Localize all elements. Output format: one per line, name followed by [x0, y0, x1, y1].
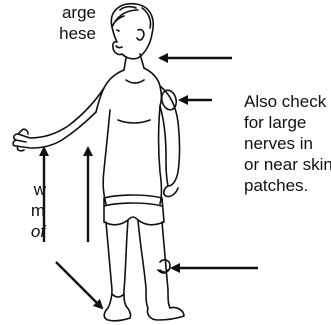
- torso: [96, 68, 162, 204]
- arrow-foot: [56, 262, 102, 308]
- underwear: [104, 195, 164, 225]
- arm-left: [13, 88, 104, 151]
- chest-lines: [118, 80, 150, 123]
- leg-left: [104, 220, 130, 321]
- hair: [112, 7, 151, 28]
- face: [116, 30, 122, 48]
- neck: [124, 54, 144, 70]
- ear: [137, 30, 144, 40]
